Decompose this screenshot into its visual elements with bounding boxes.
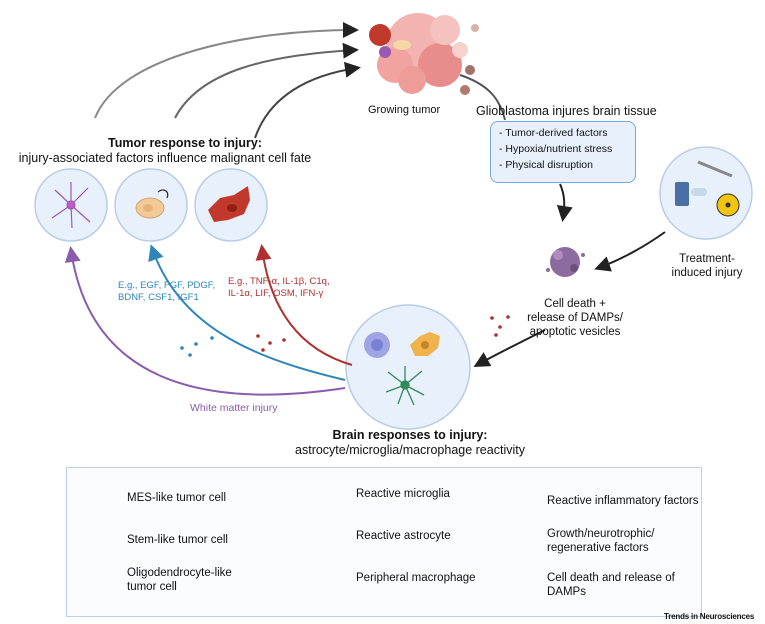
factor-box: - Tumor-derived factors - Hypoxia/nutrie… [490,121,636,183]
microglia-icon [410,332,440,356]
tumor-response-title: Tumor response to injury: [108,136,262,150]
damp-cell-icon [546,247,585,277]
cell-death-line: release of DAMPs/ [527,312,623,324]
glioblastoma-label: Glioblastoma injures brain tissue [476,104,657,118]
legend-oligo-line: tumor cell [127,581,177,593]
arrow-brain-to-mes [255,244,353,366]
astrocyte-icon [385,366,425,406]
growth-factor-line: BDNF, CSF1, IGF1 [118,292,199,303]
arrow-brain-to-stem [148,244,346,381]
inflammatory-particles [256,334,286,352]
arrow-response-to-tumor-2 [174,42,359,119]
white-matter-label: White matter injury [190,402,278,414]
journal-footer: Trends in Neurosciences [664,612,755,621]
growing-tumor-icon [369,13,479,95]
brain-circle [345,304,471,430]
treatment-label-line: induced injury [671,267,743,279]
growth-factor-examples: E.g., EGF, FGF, PDGF, BDNF, CSF1, IGF1 [118,280,215,304]
damp-particles [490,315,510,337]
legend-microglia-label: Reactive microglia [356,488,450,500]
cell-death-label: Cell death + release of DAMPs/ apoptotic… [520,297,630,339]
legend-oligo-label: Oligodendrocyte-like tumor cell [127,566,232,594]
treatment-icon [675,160,740,217]
tumor-response-subtitle: injury-associated factors influence mali… [18,151,312,165]
inflammatory-factor-line: IL-1α, LIF, OSM, IFN-γ [228,288,324,299]
legend-inflammatory-label: Reactive inflammatory factors [547,495,699,507]
inflammatory-factor-examples: E.g., TNF-α, IL-1β, C1q, IL-1α, LIF, OSM… [228,276,330,300]
legend-mes-label: MES-like tumor cell [127,492,227,504]
arrow-treatment-to-death [594,231,666,272]
factor-item: - Hypoxia/nutrient stress [499,143,613,155]
legend-box: MES-like tumor cell Stem-like tumor cell… [66,467,702,617]
treatment-label-line: Treatment- [679,253,735,265]
arrow-response-to-tumor-1 [94,22,359,119]
oligo-cell-icon [51,182,91,229]
legend-growth-line: Growth/neurotrophic/ [547,528,655,540]
legend-growth-line: regenerative factors [547,542,649,554]
arrow-response-to-tumor-3 [254,61,361,139]
growth-factor-particles [180,336,214,357]
treatment-label: Treatment- induced injury [662,252,752,280]
arrow-tumor-to-box [459,74,506,121]
factor-item: - Physical disruption [499,159,593,171]
stem-cell-icon [135,189,169,219]
legend-macrophage-label: Peripheral macrophage [356,572,476,584]
inflammatory-factor-line: E.g., TNF-α, IL-1β, C1q, [228,276,330,287]
brain-response-title: Brain responses to injury: [332,428,488,442]
growing-tumor-label: Growing tumor [368,104,441,116]
arrow-brain-to-oligo [64,246,346,396]
legend-damp-label: Cell death and release of DAMPs [547,572,675,598]
cell-death-line: Cell death + [544,298,606,310]
brain-response-subtitle: astrocyte/microglia/macrophage reactivit… [295,443,525,457]
growth-factor-line: E.g., EGF, FGF, PDGF, [118,280,216,291]
mes-cell-icon [208,186,250,222]
factor-item: - Tumor-derived factors [499,127,608,139]
legend-stem-label: Stem-like tumor cell [127,534,228,546]
legend-oligo-line: Oligodendrocyte-like [127,567,232,579]
legend-growth-label: Growth/neurotrophic/ regenerative factor… [547,527,654,555]
cell-death-line: apoptotic vesicles [529,326,621,338]
macrophage-icon [364,332,390,358]
arrow-box-to-death [556,183,573,222]
arrow-death-to-brain [473,329,546,367]
legend-astrocyte-label: Reactive astrocyte [356,530,451,542]
